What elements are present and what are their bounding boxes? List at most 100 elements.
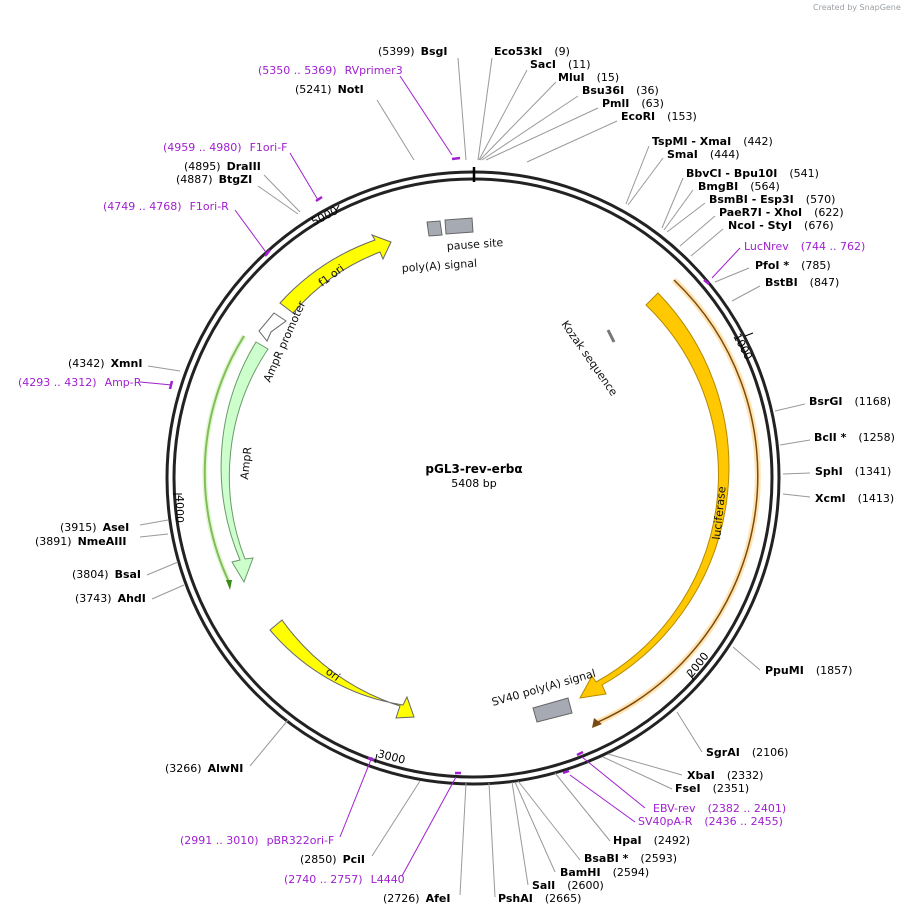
leader-xbai — [607, 753, 683, 776]
enzyme-label-fsei: FseI(2351) — [675, 782, 749, 795]
enzyme-label-bamhi: BamHI(2594) — [560, 866, 649, 879]
enzyme-label-smai: SmaI(444) — [667, 148, 740, 161]
enzyme-label-ncoi-styi: NcoI - StyI(676) — [728, 219, 834, 232]
enzyme-label-eco53ki: Eco53kI(9) — [494, 45, 570, 58]
feature-label-ampr: AmpR — [238, 446, 254, 480]
leader-pfoi — [714, 267, 750, 283]
enzyme-labels-right: Eco53kI(9) SacI(11) MluI(15) Bsu36I(36) … — [494, 45, 895, 905]
primer-mark-ebv-rev — [576, 750, 584, 757]
enzyme-label-hpai: HpaI(2492) — [613, 834, 690, 847]
plasmid-name: pGL3-rev-erbα — [425, 462, 522, 476]
feature-label-ampr-promoter: AmpR promoter — [261, 299, 309, 385]
feature-ori — [269, 619, 415, 719]
primer-label-pbr322ori-f: (2991 .. 3010)pBR322ori-F — [180, 834, 334, 847]
leader-pshai — [488, 782, 496, 898]
leader-hpai — [554, 772, 611, 842]
leader-mlui — [479, 81, 557, 161]
feature-label-luciferase: luciferase — [710, 485, 729, 540]
enzyme-label-noti: (5241)NotI — [295, 83, 364, 96]
primer-arrow-amp-r-halo — [202, 334, 247, 584]
primer-label-l4440: (2740 .. 2757)L4440 — [284, 873, 405, 886]
primer-mark-sv40pa-r — [562, 769, 570, 775]
feature-ampr-promoter — [258, 312, 287, 342]
leader-sgrai — [676, 711, 703, 753]
leader-ahdi — [151, 584, 185, 600]
enzyme-label-pmli: PmlI(63) — [602, 97, 664, 110]
enzyme-label-xcmi: XcmI(1413) — [815, 492, 894, 505]
enzyme-label-tspmi-xmai: TspMI - XmaI(442) — [652, 135, 773, 148]
leader-bsu36i — [481, 95, 579, 161]
primer-leader-lines — [139, 75, 741, 877]
enzyme-label-draiii: (4895)DraIII — [184, 160, 261, 173]
enzyme-label-xbai: XbaI(2332) — [687, 769, 763, 782]
leader-alwni — [249, 719, 289, 767]
primer-leader-ebv-rev — [581, 756, 646, 809]
backbone — [165, 167, 781, 786]
leader-ncoi — [690, 228, 724, 257]
primer-arrow-lucnrev-line — [597, 279, 759, 723]
ruler-tick-3000: 3000 — [374, 747, 407, 767]
enzyme-label-bbvci-bpu10i: BbvCI - Bpu10I(541) — [686, 167, 819, 180]
feature-kozak — [606, 329, 616, 343]
enzyme-label-bsu36i: Bsu36I(36) — [582, 84, 659, 97]
ruler-tick-4000: 4000 — [173, 493, 186, 523]
leader-noti — [376, 99, 415, 161]
enzyme-label-bsabi: BsaBI *(2593) — [584, 852, 677, 865]
feature-label-polya-signal: poly(A) signal — [401, 257, 477, 275]
primer-arrow-amp-r-head — [226, 580, 232, 590]
snapgene-credit: Created by SnapGene — [813, 3, 901, 12]
feature-pause-site — [444, 217, 474, 235]
enzyme-label-bmgbi: BmgBI(564) — [698, 180, 780, 193]
ruler-tick-mark — [687, 672, 695, 681]
leader-xmni — [147, 365, 181, 372]
ruler-tick-mark — [335, 204, 340, 212]
leader-xmai — [625, 145, 650, 205]
enzyme-label-ecori: EcoRI(153) — [621, 110, 697, 123]
enzyme-label-afei: (2726)AfeI — [383, 892, 450, 905]
leader-bamhi — [514, 781, 556, 873]
feature-ampr — [220, 341, 269, 584]
primer-label-sv40pa-r: SV40pA-R(2436 .. 2455) — [638, 815, 783, 828]
primer-label-rvprimer3: (5350 .. 5369)RVprimer3 — [258, 64, 403, 77]
leader-pmli — [485, 107, 599, 161]
primer-mark-lucnrev — [703, 279, 710, 285]
primer-mark-pbr322ori-f — [367, 756, 375, 762]
leader-asei — [139, 519, 169, 526]
leader-bbvci — [661, 177, 684, 229]
leader-ppumi — [732, 646, 761, 671]
feature-label-pause-site: pause site — [446, 236, 504, 253]
enzyme-label-nmeaiii: (3891)NmeAIII — [35, 535, 127, 548]
enzyme-label-bstbi: BstBI(847) — [765, 276, 839, 289]
leader-nmeaiii — [139, 533, 169, 538]
enzyme-labels-left: (5399)BsgI (5241)NotI (4895)DraIII (4887… — [35, 45, 450, 905]
ruler-tick-mark — [374, 753, 378, 764]
primer-leader-rvprimer3 — [399, 75, 453, 156]
primer-label-f1ori-f: (4959 .. 4980)F1ori-F — [163, 141, 288, 154]
primer-leader-amp-r — [139, 381, 173, 386]
primer-mark-f1ori-f — [315, 195, 323, 203]
enzyme-label-bsgi: (5399)BsgI — [378, 45, 447, 58]
enzyme-label-bsrgi: BsrGI(1168) — [809, 395, 891, 408]
leader-bsrgi — [774, 403, 806, 412]
leader-btgzi — [257, 185, 299, 215]
ruler-label: 4000 — [173, 495, 186, 523]
leader-bsgi — [457, 57, 467, 161]
primer-arrow-lucnrev — [596, 277, 761, 725]
primer-marks — [168, 156, 710, 775]
enzyme-label-btgzi: (4887)BtgZI — [176, 173, 252, 186]
enzyme-label-sali: SalI(2600) — [532, 879, 604, 892]
leader-smai — [627, 157, 664, 206]
feature-sv40-polya — [532, 697, 573, 723]
enzyme-label-ppumi: PpuMI(1857) — [765, 664, 852, 677]
leader-ecori — [526, 120, 618, 163]
enzyme-label-pfoi: PfoI *(785) — [755, 259, 831, 272]
primer-leader-lucnrev — [711, 247, 741, 279]
primer-label-ebv-rev: EBV-rev(2382 .. 2401) — [653, 802, 786, 815]
enzyme-label-bsai: (3804)BsaI — [72, 568, 141, 581]
ruler-tick-5000: 5000 — [309, 204, 340, 229]
leader-saci — [478, 69, 528, 161]
enzyme-label-xmni: (4342)XmnI — [68, 357, 142, 370]
leader-lines — [139, 57, 811, 898]
primer-leader-sv40pa-r — [569, 774, 636, 823]
enzyme-label-ahdi: (3743)AhdI — [75, 592, 146, 605]
